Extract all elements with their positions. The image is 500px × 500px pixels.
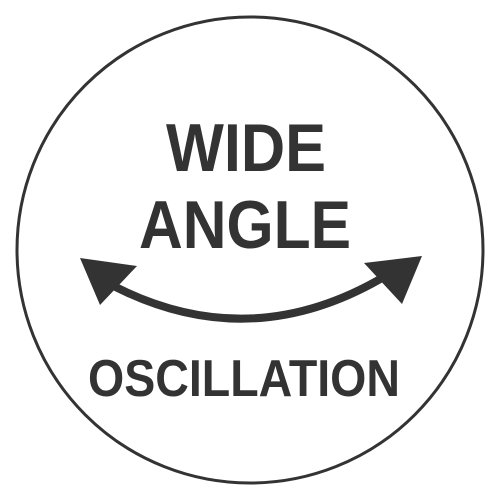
arrow-arc [102, 268, 396, 323]
double-headed-curved-arrow-icon [80, 256, 422, 323]
title-line-wide: WIDE [166, 110, 326, 186]
arrow-head-right [364, 256, 422, 304]
subtitle-oscillation: OSCILLATION [88, 350, 400, 408]
badge-ring [15, 15, 485, 485]
title-line-angle: ANGLE [139, 187, 351, 263]
arrow-head-left [80, 258, 137, 305]
